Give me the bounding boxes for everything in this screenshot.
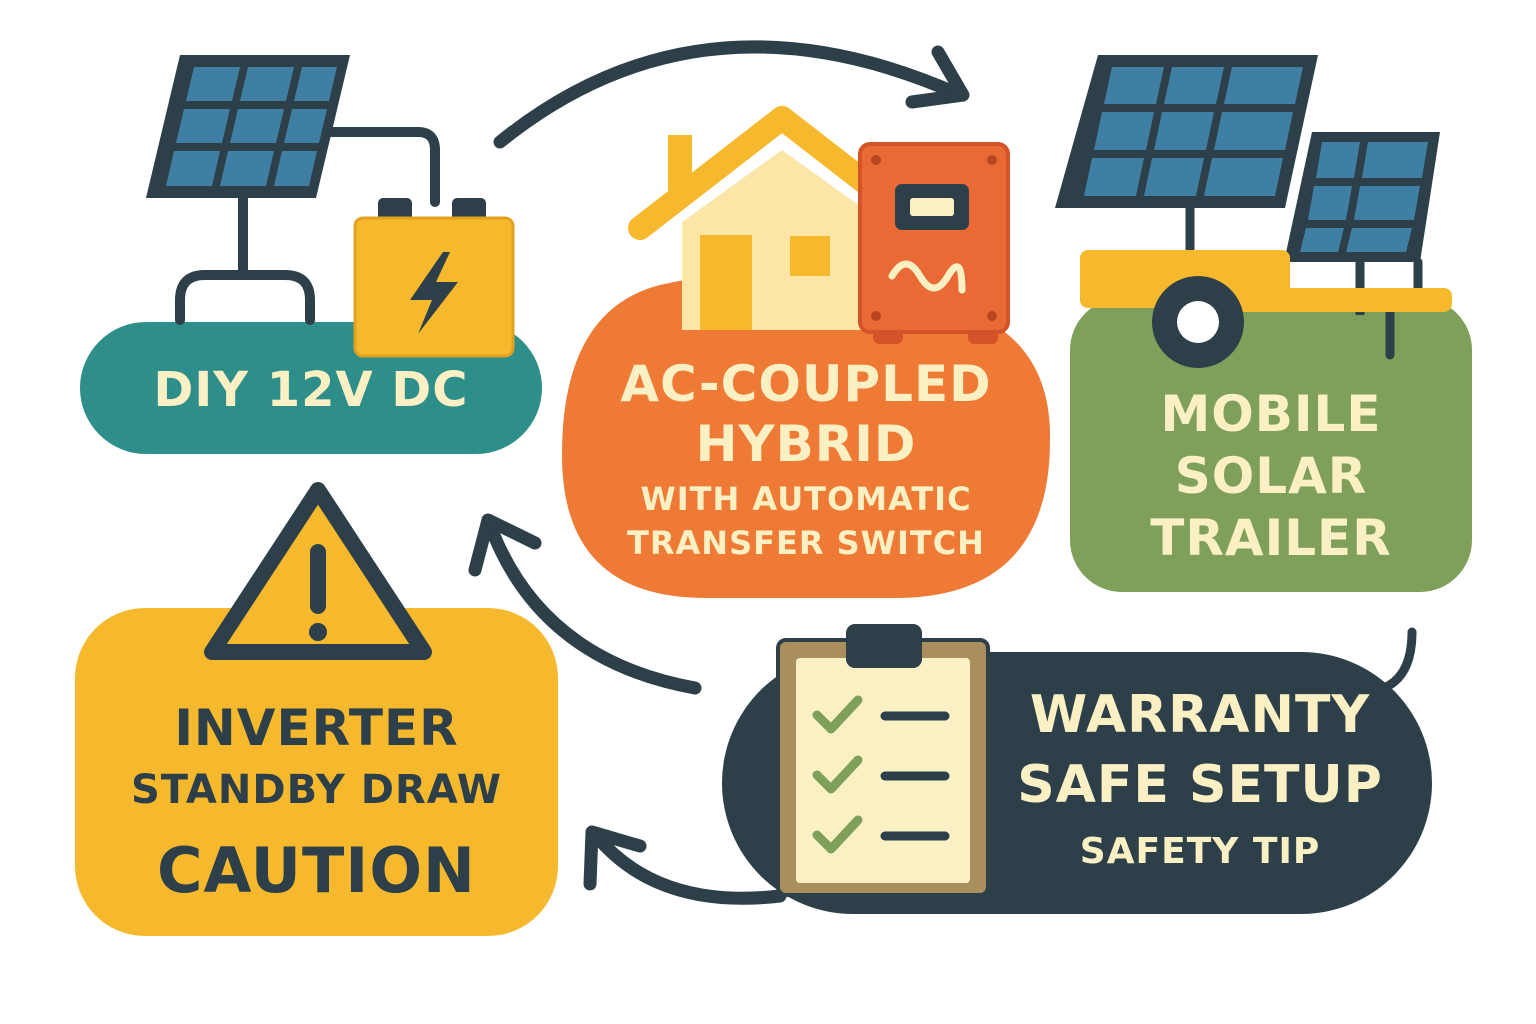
inverter-box — [75, 608, 558, 936]
inverter-line2: STANDBY DRAW — [130, 767, 503, 813]
arrow-warranty-to-inverter — [583, 825, 787, 905]
node-warranty-safe-setup — [722, 624, 1432, 914]
diy-title: DIY 12V DC — [153, 362, 469, 418]
arrow-inverter-to-ac — [468, 513, 702, 695]
battery-icon — [353, 198, 515, 358]
mobile-line2: SOLAR — [1174, 447, 1368, 505]
connector-hook — [1379, 627, 1417, 693]
mobile-line3: TRAILER — [1150, 509, 1392, 567]
mobile-line1: MOBILE — [1160, 385, 1382, 443]
solar-panel-icon — [1055, 55, 1318, 260]
ac-blob — [562, 273, 1051, 599]
lightning-icon — [410, 252, 458, 334]
warning-icon — [204, 482, 432, 660]
clipboard-checklist-icon — [776, 624, 990, 897]
arrow-diy-to-ac — [493, 40, 970, 149]
trailer-icon — [1080, 250, 1452, 368]
node-diy-12v-dc — [80, 55, 542, 454]
node-inverter-standby-caution — [75, 482, 558, 936]
warranty-line2: SAFE SETUP — [1017, 755, 1383, 815]
node-mobile-solar-trailer — [1055, 55, 1472, 592]
inverter-line1: INVERTER — [174, 699, 459, 757]
ac-title-line1: AC-COUPLED — [620, 355, 992, 413]
ac-title-line2: HYBRID — [695, 415, 917, 473]
warranty-line3: SAFETY TIP — [1079, 831, 1321, 872]
inverter-line3: CAUTION — [157, 834, 476, 907]
ac-wave-icon — [888, 260, 966, 294]
ac-subtitle-line2: TRANSFER SWITCH — [627, 524, 985, 562]
mobile-box — [1070, 298, 1472, 592]
small-solar-panel-icon — [1284, 132, 1440, 315]
node-ac-coupled-hybrid — [562, 106, 1051, 599]
ac-subtitle-line1: WITH AUTOMATIC — [640, 480, 972, 518]
solar-panel-icon — [146, 55, 350, 198]
warranty-line1: WARRANTY — [1029, 685, 1371, 745]
inverter-icon — [858, 142, 1010, 344]
